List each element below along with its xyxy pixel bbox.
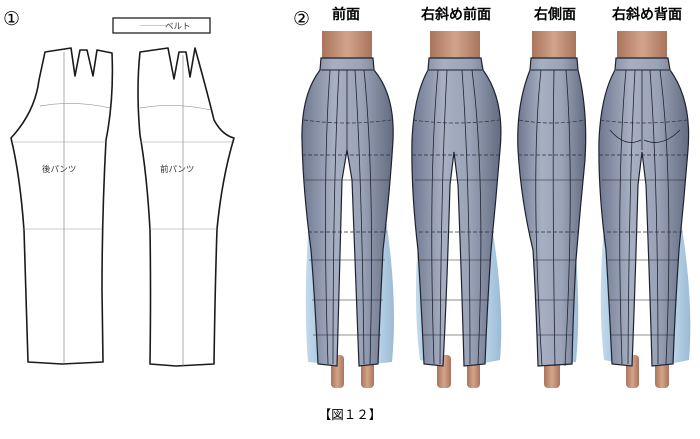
- view-label-right-side: 右側面: [533, 6, 576, 23]
- belt-label: ベルト: [165, 22, 191, 32]
- front-pants-pattern: 前パンツ: [137, 47, 235, 367]
- figure-right-side: [517, 31, 587, 388]
- panel-2-number: ②: [293, 8, 310, 30]
- panel-1: ① ベルト 後パンツ 前パンツ: [3, 8, 235, 367]
- view-label-right-back-oblique: 右斜め背面: [611, 6, 682, 23]
- figure-front: [301, 31, 394, 388]
- figure-right-front-oblique: [411, 31, 502, 388]
- figure-right-back-oblique: [598, 31, 691, 388]
- view-label-front: 前面: [332, 6, 360, 23]
- back-pants-pattern: 後パンツ: [10, 47, 114, 365]
- panel-1-number: ①: [3, 8, 20, 30]
- panel-2: ② 前面 右斜め前面 右側面 右斜め背面: [293, 6, 691, 388]
- front-pants-label: 前パンツ: [160, 164, 194, 175]
- figure-caption: 【図１２】: [319, 407, 382, 422]
- back-pants-label: 後パンツ: [42, 164, 76, 175]
- belt-pattern: ベルト: [112, 17, 211, 34]
- view-label-right-front-oblique: 右斜め前面: [420, 6, 491, 23]
